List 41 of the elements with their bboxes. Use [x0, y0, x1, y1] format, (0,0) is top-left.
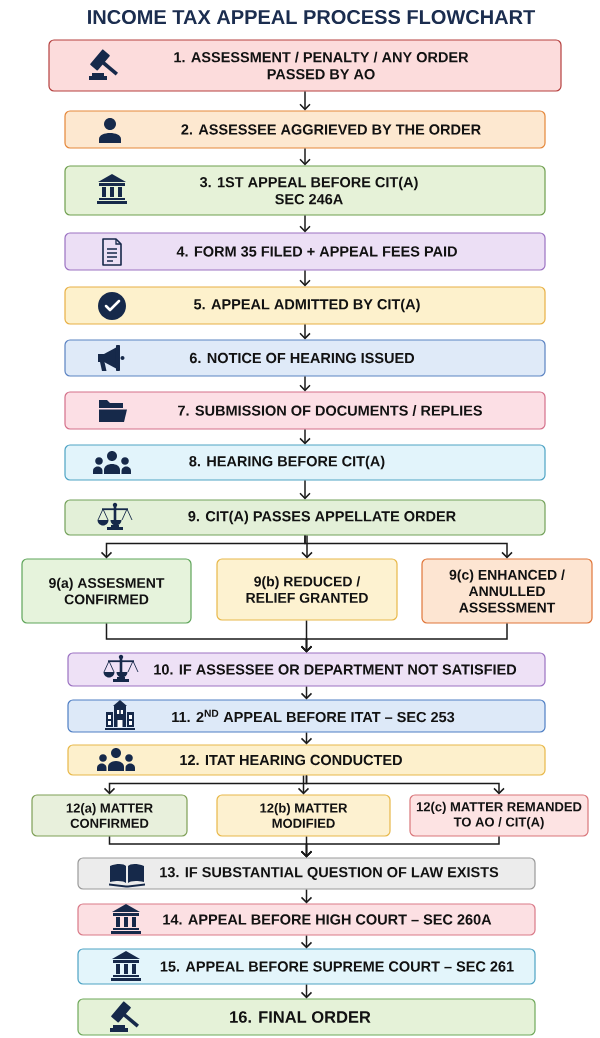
process-box: 7. SUBMISSION OF DOCUMENTS / REPLIES — [64, 391, 546, 430]
arrow — [301, 534, 313, 559]
arrow — [299, 428, 311, 445]
arrow — [297, 774, 310, 795]
arrow — [300, 934, 313, 949]
arrow — [300, 622, 508, 653]
arrow — [305, 774, 505, 795]
process-box: 12(a) MATTER CONFIRMED — [31, 794, 188, 837]
process-box: 1. ASSESSMENT / PENALTY / ANY ORDER PASSED BY AO — [48, 39, 562, 92]
arrow — [299, 90, 311, 111]
process-box: 10. IF ASSESSEE OR DEPARTMENT NOT SATISFIED — [67, 652, 546, 687]
process-box: 12. ITAT HEARING CONDUCTED — [67, 744, 546, 776]
process-box: 8. HEARING BEFORE CIT(A) — [64, 444, 546, 481]
arrow — [300, 685, 313, 700]
process-box: 12(c) MATTER REMANDED TO AO / CIT(A) — [409, 794, 589, 837]
process-box: 13. IF SUBSTANTIAL QUESTION OF LAW EXISTS — [77, 857, 536, 890]
process-box: 11. 2$^{ND}$ APPEAL BEFORE ITAT – SEC 253 — [67, 699, 546, 733]
arrow — [299, 375, 311, 392]
process-box: 9(a) ASSESMENT CONFIRMED — [21, 558, 192, 624]
process-box: 5. APPEAL ADMITTED BY CIT(A) — [64, 286, 546, 325]
process-box: 6. NOTICE OF HEARING ISSUED — [64, 339, 546, 377]
process-box: 9(b) REDUCED / RELIEF GRANTED — [216, 558, 398, 621]
process-box: 12(b) MATTER MODIFIED — [216, 794, 391, 837]
arrow — [299, 147, 311, 166]
process-box: 3. 1ST APPEAL BEFORE CIT(A) SEC 246A — [64, 165, 546, 216]
process-box: 16. FINAL ORDER — [77, 998, 536, 1036]
process-box: 14. APPEAL BEFORE HIGH COURT – SEC 260A — [77, 903, 536, 936]
process-box: 15. APPEAL BEFORE SUPREME COURT – SEC 261 — [77, 948, 536, 985]
arrow — [299, 214, 311, 233]
process-box: 9(c) ENHANCED / ANNULLED ASSESSMENT — [421, 558, 593, 624]
arrow — [300, 983, 313, 999]
process-box: 9. CIT(A) PASSES APPELLATE ORDER — [64, 499, 546, 536]
arrow — [299, 323, 311, 340]
process-box: 4. FORM 35 FILED + APPEAL FEES PAID — [64, 232, 546, 271]
process-box: 2. ASSESSEE AGGRIEVED BY THE ORDER — [64, 110, 546, 149]
arrow — [300, 888, 313, 904]
arrow — [299, 269, 311, 287]
arrow — [300, 835, 500, 858]
arrow — [304, 534, 513, 559]
arrow — [299, 479, 311, 500]
title: INCOME TAX APPEAL PROCESS FLOWCHART — [88, 9, 536, 25]
